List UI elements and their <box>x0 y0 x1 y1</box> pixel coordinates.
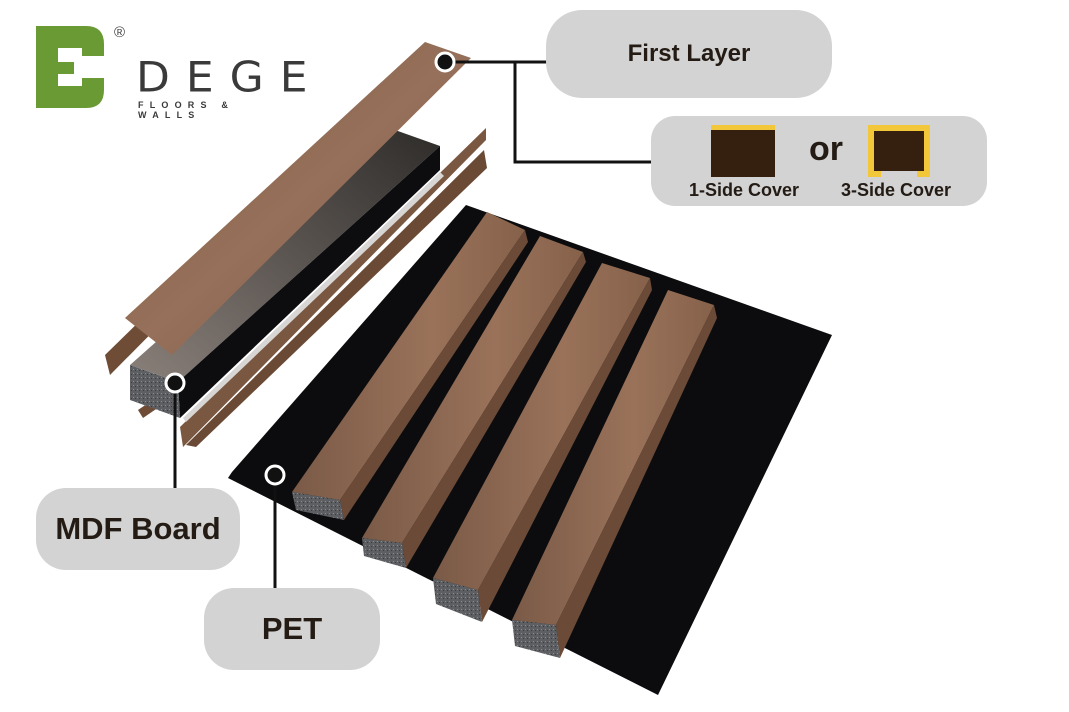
mdf-board-label: MDF Board <box>36 488 240 570</box>
pet-text: PET <box>261 611 323 646</box>
mdf-marker <box>164 372 186 394</box>
first-layer-marker <box>434 51 456 73</box>
three-side-cover-label: 3-Side Cover <box>841 180 952 200</box>
logo-mark-icon <box>36 26 104 108</box>
callout-dots <box>164 51 456 486</box>
dege-logo: ® DEGE FLOORS & WALLS <box>34 24 308 120</box>
one-side-cover-icon <box>711 125 775 177</box>
first-layer-text: First Layer <box>627 40 751 67</box>
three-side-cover-icon <box>868 125 930 177</box>
wood-slats <box>292 212 717 658</box>
callout-lines <box>173 60 652 588</box>
one-side-cover-label: 1-Side Cover <box>689 180 800 200</box>
pet-label: PET <box>204 588 380 670</box>
registered-mark: ® <box>114 24 126 41</box>
first-layer-label: First Layer <box>546 10 832 98</box>
mdf-board-text: MDF Board <box>55 511 221 546</box>
first-layer-veneer <box>125 42 471 355</box>
pet-marker <box>264 464 286 486</box>
brand-name: DEGE <box>136 53 324 102</box>
cover-options-box: or 1-Side Cover 3-Side Cover <box>651 116 987 206</box>
or-separator: or <box>809 130 843 168</box>
brand-tagline: FLOORS & WALLS <box>138 100 235 120</box>
